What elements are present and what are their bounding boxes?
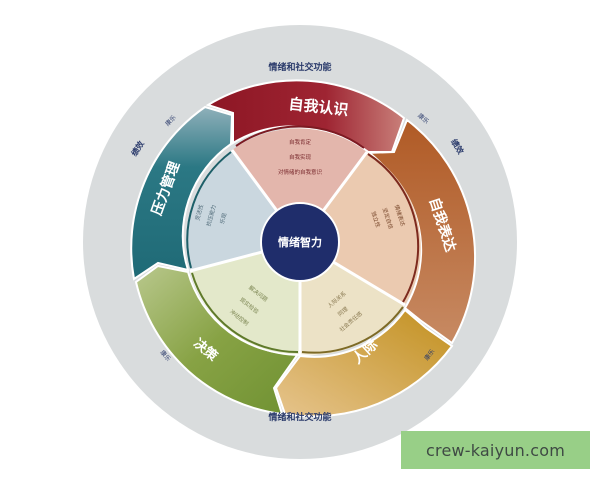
band-stress-management	[130, 105, 234, 281]
band-interpersonal	[274, 308, 454, 418]
slice-self-perception	[232, 128, 367, 242]
watermark-text: crew-kaiyun.com	[426, 440, 565, 460]
band-self-perception	[205, 79, 406, 153]
ring-bottom-label: 情绪和社交功能	[267, 411, 331, 423]
subscale: 自我实现	[289, 153, 312, 161]
subscale: 自我肯定	[289, 138, 312, 146]
ring-top-label: 情绪和社交功能	[267, 61, 331, 73]
center-circle	[260, 202, 340, 282]
watermark-banner: crew-kaiyun.com	[401, 431, 590, 469]
center-label: 情绪智力	[278, 235, 322, 249]
subscale: 对情绪的自我意识	[278, 168, 323, 176]
slice-self-expression	[300, 152, 421, 305]
subscale: 乐观	[219, 212, 229, 225]
